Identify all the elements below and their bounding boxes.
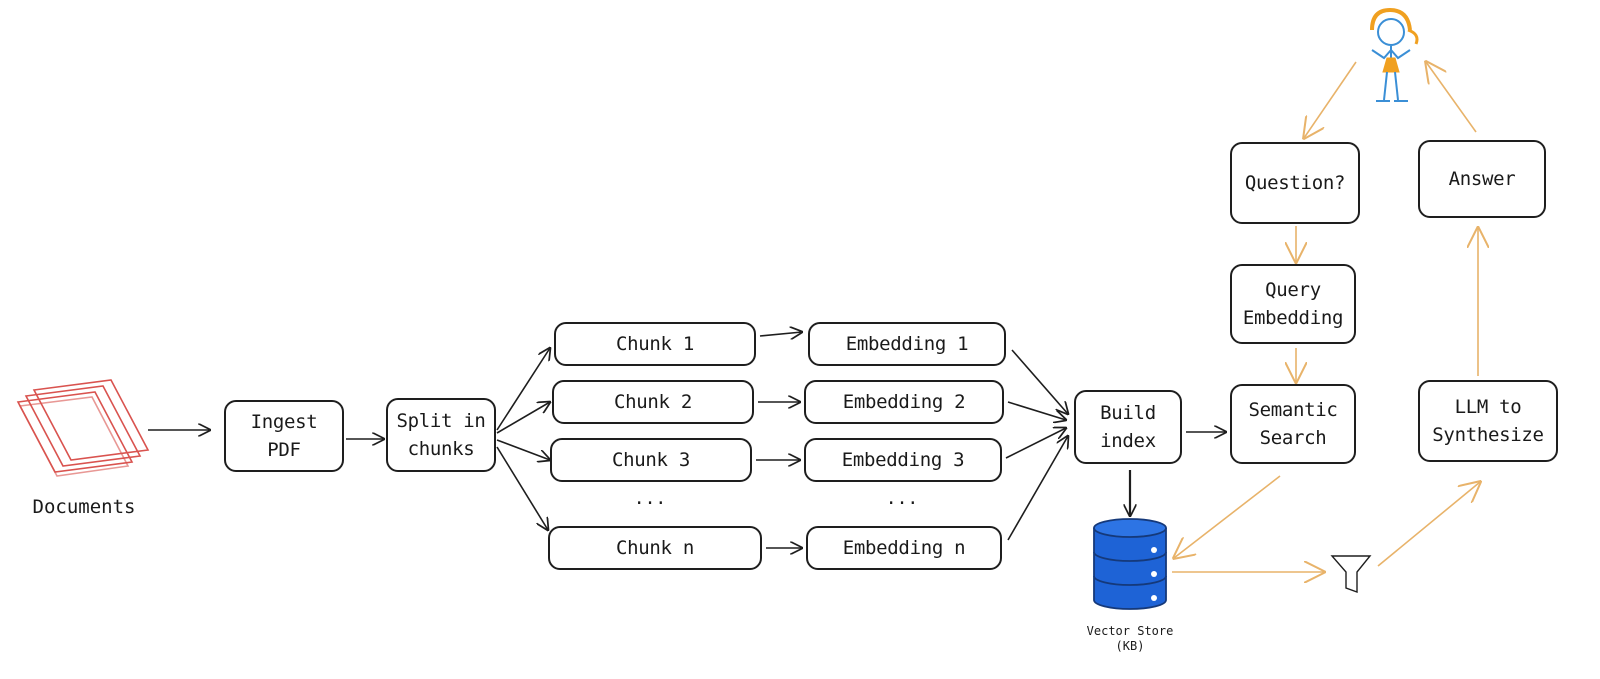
arrow-emb1-to-index (1011, 349, 1068, 414)
arrow-chunk1-to-emb1 (759, 332, 802, 336)
arrow-answer-to-user (1426, 62, 1477, 133)
chunk-n-box: Chunk n (548, 526, 762, 570)
arrow-split-to-chunkn (496, 446, 548, 530)
arrow-search-to-db (1174, 475, 1281, 558)
ingest-pdf-box: Ingest PDF (224, 400, 344, 472)
build-index-box: Build index (1074, 390, 1182, 464)
embedding-ellipsis: ... (885, 488, 919, 509)
arrow-split-to-chunk2 (496, 402, 550, 434)
chunk-ellipsis: ... (633, 488, 667, 509)
query-embedding-box: Query Embedding (1230, 264, 1356, 344)
question-box: Question? (1230, 142, 1360, 224)
semantic-search-box: Semantic Search (1230, 384, 1356, 464)
embedding-2-box: Embedding 2 (804, 380, 1004, 424)
arrow-embn-to-index (1007, 436, 1068, 541)
embedding-3-box: Embedding 3 (804, 438, 1002, 482)
arrow-emb3-to-index (1005, 428, 1066, 459)
arrow-split-to-chunk3 (496, 439, 550, 460)
black-arrows (148, 332, 1226, 548)
orange-arrows (1172, 62, 1480, 572)
funnel-filter-icon (1330, 555, 1372, 593)
documents-label: Documents (32, 496, 136, 518)
embedding-n-box: Embedding n (806, 526, 1002, 570)
database-icon (1093, 518, 1167, 610)
person-icon (1370, 7, 1419, 102)
arrow-user-to-question (1304, 61, 1357, 138)
chunk-1-box: Chunk 1 (554, 322, 756, 366)
vector-store-label: Vector Store (KB) (1086, 624, 1174, 653)
arrow-filter-to-llm (1377, 482, 1480, 567)
answer-box: Answer (1418, 140, 1546, 218)
arrow-split-to-chunk1 (496, 348, 550, 431)
llm-synthesize-box: LLM to Synthesize (1418, 380, 1558, 462)
chunk-2-box: Chunk 2 (552, 380, 754, 424)
arrow-emb2-to-index (1007, 401, 1066, 420)
documents-icon (16, 379, 150, 477)
embedding-1-box: Embedding 1 (808, 322, 1006, 366)
split-chunks-box: Split in chunks (386, 398, 496, 472)
chunk-3-box: Chunk 3 (550, 438, 752, 482)
